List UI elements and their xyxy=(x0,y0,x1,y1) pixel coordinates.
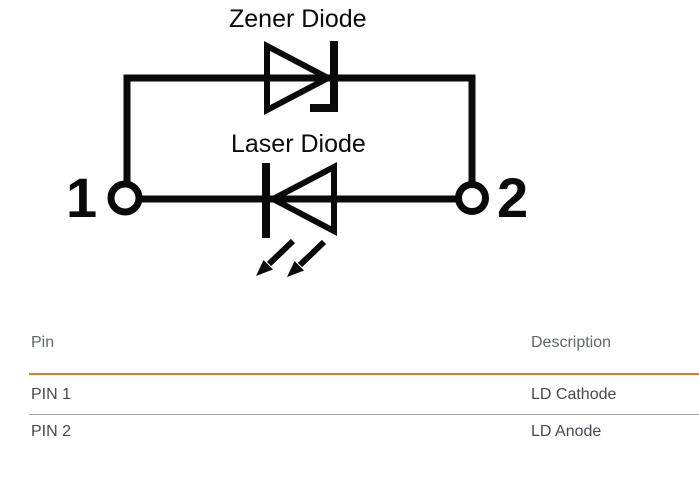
table-header-row: Pin Description xyxy=(29,333,699,373)
pin1-terminal xyxy=(107,180,143,216)
pin2-terminal xyxy=(455,181,489,215)
accent-divider xyxy=(29,373,699,375)
column-header-pin: Pin xyxy=(31,334,55,351)
table-row: PIN 2 LD Anode xyxy=(29,415,699,441)
outer-loop-wire xyxy=(123,74,476,183)
column-header-description: Description xyxy=(531,334,612,351)
table-row: PIN 1 LD Cathode xyxy=(29,375,699,414)
pin-cell: PIN 2 xyxy=(31,423,72,440)
circuit-diagram: Zener Diode Laser Diode 1 2 xyxy=(66,5,529,277)
pin1-number-label: 1 xyxy=(66,166,98,229)
emission-arrow-icon-right xyxy=(287,239,327,277)
zener-diode-triangle xyxy=(264,41,335,115)
row-divider xyxy=(29,414,699,415)
description-cell: LD Cathode xyxy=(531,386,617,403)
pin2-number-label: 2 xyxy=(497,166,529,229)
emission-arrow-icon-left xyxy=(256,238,296,276)
zener-diode-label: Zener Diode xyxy=(229,5,367,33)
zener-diode-cathode-bar xyxy=(310,41,338,112)
pin-description-table: Pin Description PIN 1 LD Cathode PIN 2 L… xyxy=(29,333,699,441)
pin-cell: PIN 1 xyxy=(31,386,72,403)
description-cell: LD Anode xyxy=(531,423,602,440)
laser-diode-triangle xyxy=(266,162,337,236)
circuit-diagram-canvas xyxy=(107,41,489,277)
laser-diode-label: Laser Diode xyxy=(231,130,366,158)
